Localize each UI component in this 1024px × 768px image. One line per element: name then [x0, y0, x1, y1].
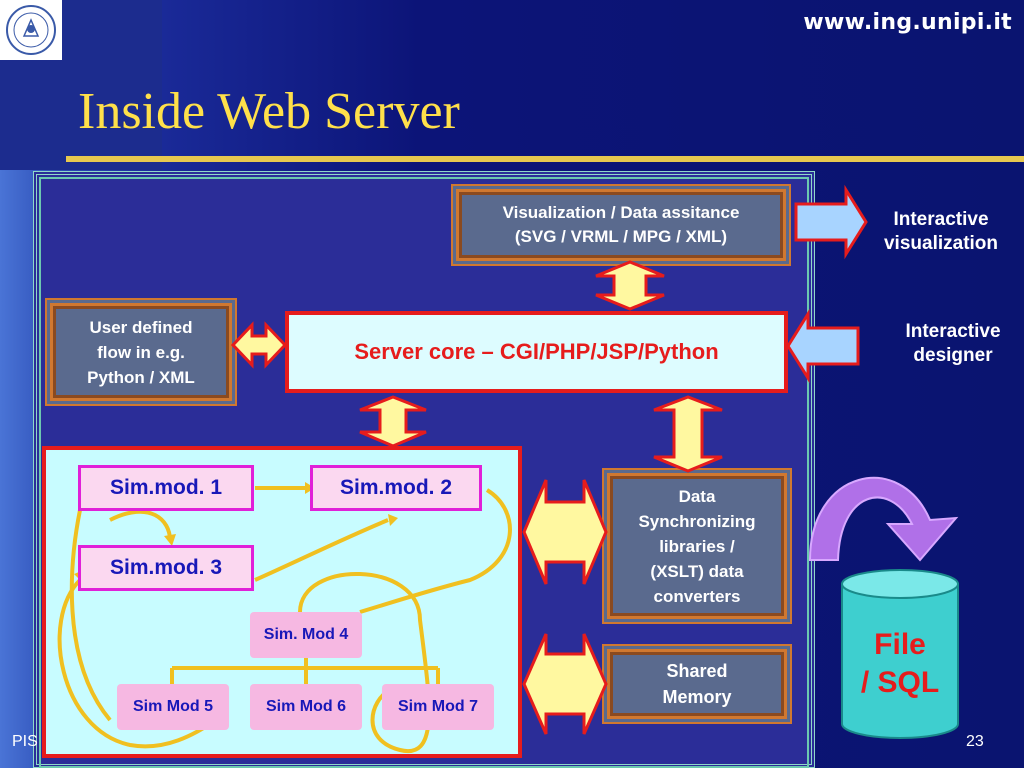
- shared-memory-line1: Shared: [666, 661, 728, 681]
- visualization-box: Visualization / Data assitance (SVG / VR…: [456, 189, 786, 261]
- shared-memory-line2: Memory: [662, 687, 732, 707]
- storage-line2: / SQL: [860, 666, 940, 699]
- data-sync-line1: Data: [678, 486, 716, 506]
- user-flow-line1: User defined: [89, 317, 193, 337]
- arrow-from-interactive-designer: [786, 308, 860, 384]
- data-sync-box: Data Synchronizing libraries / (XSLT) da…: [607, 473, 787, 619]
- tree-connector: [170, 658, 440, 684]
- sim-module-6-label: Sim Mod 6: [265, 698, 346, 715]
- sim-module-5: Sim Mod 5: [117, 684, 229, 730]
- university-seal-icon: [0, 0, 62, 60]
- footer-left-text: PIS: [12, 733, 38, 750]
- double-arrows: [230, 260, 723, 735]
- server-core-box: Server core – CGI/PHP/JSP/Python: [285, 311, 788, 393]
- database-cylinder-icon: [841, 569, 959, 739]
- storage-line1: File: [874, 628, 926, 661]
- user-flow-line3: Python / XML: [87, 367, 195, 387]
- storage-curved-arrow: [808, 476, 959, 562]
- interactive-designer-line2: designer: [913, 345, 993, 366]
- web-server-frame-inner: [39, 177, 809, 768]
- curve-mod1-mod3: [109, 509, 172, 541]
- interactive-visualization-label: Interactive visualization: [866, 208, 1016, 256]
- sim-module-6: Sim Mod 6: [250, 684, 362, 730]
- curve-mod3-mod2: [254, 518, 389, 582]
- double-arrow-core-sim: [359, 395, 427, 448]
- external-arrows: [786, 184, 868, 384]
- sim-module-7-label: Sim Mod 7: [397, 698, 478, 715]
- sim-module-4: Sim. Mod 4: [250, 612, 362, 658]
- user-flow-box: User defined flow in e.g. Python / XML: [50, 303, 232, 401]
- data-sync-line3: libraries /: [659, 536, 735, 556]
- double-arrow-sim-memory: [522, 633, 608, 735]
- sim-module-5-label: Sim Mod 5: [132, 698, 213, 715]
- double-arrow-flow-core: [230, 321, 288, 369]
- curve-right: [359, 488, 512, 614]
- curve-left-inner: [57, 578, 222, 749]
- interactive-designer-label: Interactive designer: [880, 320, 1024, 368]
- website-url[interactable]: www.ing.unipi.it: [803, 10, 1012, 35]
- slide-title: Inside Web Server: [78, 83, 460, 140]
- sim-module-2: Sim.mod. 2: [310, 465, 482, 511]
- sim-module-2-label: Sim.mod. 2: [339, 476, 453, 499]
- interactive-visualization-line2: visualization: [883, 233, 999, 254]
- data-sync-line2: Synchronizing: [638, 511, 756, 531]
- visualization-line1: Visualization / Data assitance: [502, 203, 740, 222]
- data-sync-line4: (XSLT) data: [650, 561, 744, 581]
- shared-memory-box: Shared Memory: [607, 649, 787, 719]
- curve-left-outer: [69, 509, 112, 722]
- sim-module-4-label: Sim. Mod 4: [263, 626, 349, 643]
- sim-module-1-label: Sim.mod. 1: [109, 476, 223, 499]
- data-sync-line5: converters: [653, 586, 741, 606]
- double-arrow-core-sync: [653, 395, 723, 473]
- sim-module-3: Sim.mod. 3: [78, 545, 254, 591]
- user-flow-line2: flow in e.g.: [97, 342, 185, 362]
- title-underline: [66, 156, 1024, 162]
- storage-label: File / SQL: [842, 626, 958, 702]
- interactive-visualization-line1: Interactive: [893, 209, 989, 230]
- seal-graphic: [6, 5, 56, 55]
- double-arrow-sim-sync: [522, 479, 608, 585]
- server-core-label: Server core – CGI/PHP/JSP/Python: [354, 339, 719, 364]
- page-number: 23: [966, 733, 984, 750]
- visualization-line2: (SVG / VRML / MPG / XML): [514, 227, 728, 246]
- arrow-to-interactive-visualization: [794, 184, 868, 260]
- sim-module-7: Sim Mod 7: [382, 684, 494, 730]
- double-arrow-vis-core: [595, 260, 665, 311]
- sim-module-3-label: Sim.mod. 3: [109, 556, 223, 579]
- sim-module-1: Sim.mod. 1: [78, 465, 254, 511]
- interactive-designer-line1: Interactive: [905, 321, 1001, 342]
